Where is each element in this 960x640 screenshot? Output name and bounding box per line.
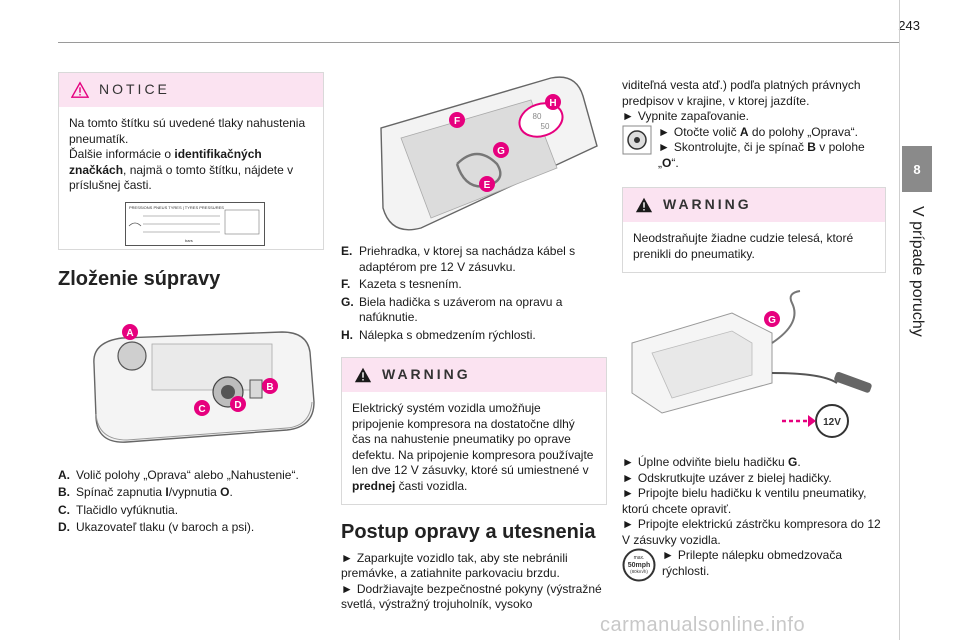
list-item: G.Biela hadička s uzáverom na opravu a n… bbox=[341, 294, 563, 325]
speed-sticker-icon: max. 50mph (80km/h) bbox=[622, 548, 656, 582]
list-item: D.Ukazovateľ tlaku (v baroch a psi). bbox=[58, 520, 255, 534]
warning-title: WARNING bbox=[382, 366, 471, 383]
svg-text:H: H bbox=[549, 98, 556, 109]
warning-text: Elektrický systém vozidla umožňuje pripo… bbox=[352, 401, 594, 493]
socket-label: 12V bbox=[823, 417, 841, 428]
svg-text:max.: max. bbox=[634, 555, 645, 561]
safety-continued: viditeľná vesta atď.) podľa platných prá… bbox=[622, 78, 861, 108]
svg-text:50mph: 50mph bbox=[628, 562, 651, 569]
notice-line2: Ďalšie informácie o identifikačných znač… bbox=[69, 147, 294, 192]
step-check-switch: ►Skontrolujte, či je spínač B v polohe „… bbox=[658, 140, 865, 170]
warning-title: WARNING bbox=[663, 196, 752, 213]
selector-dial-icon bbox=[622, 125, 652, 154]
column-3: viditeľná vesta atď.) podľa platných prá… bbox=[622, 78, 886, 584]
svg-text:A: A bbox=[126, 328, 133, 339]
label-footer-text: bars bbox=[185, 238, 193, 243]
connection-illustration: G 12V bbox=[631, 290, 872, 438]
column-1: NOTICE Na tomto štítku sú uvedené tlaky … bbox=[58, 72, 324, 538]
notice-box: NOTICE Na tomto štítku sú uvedené tlaky … bbox=[58, 72, 324, 250]
notice-header: NOTICE bbox=[59, 73, 323, 107]
callout-g bbox=[764, 311, 780, 327]
watermark: carmanualsonline.info bbox=[600, 614, 806, 636]
step-turn-selector: ►Otočte volič A do polohy „Oprava“. bbox=[658, 124, 858, 139]
warning-header: WARNING bbox=[623, 188, 885, 222]
page-number: 243 bbox=[898, 18, 920, 33]
repair-step-park: ►Zaparkujte vozidlo tak, aby ste nebráni… bbox=[341, 550, 568, 581]
warning-box-power: WARNING Elektrický systém vozidla umožňu… bbox=[341, 357, 607, 505]
svg-text:E: E bbox=[484, 180, 491, 191]
callout-g bbox=[493, 142, 509, 158]
warning-triangle-icon bbox=[354, 367, 372, 383]
notice-title: NOTICE bbox=[99, 81, 170, 98]
label-header-text: PRESSIONS PNEUS TYRES | TYRES PRESSURES bbox=[129, 205, 224, 210]
list-item: E.Priehradka, v ktorej sa nachádza kábel… bbox=[341, 244, 576, 274]
svg-text:F: F bbox=[454, 116, 460, 127]
list-item: B.Spínač zapnutia I/vypnutia O. bbox=[58, 485, 233, 499]
callout-c bbox=[194, 399, 210, 416]
warning-triangle-icon bbox=[635, 197, 653, 213]
svg-text:G: G bbox=[497, 146, 505, 157]
warning-text: Neodstraňujte žiadne cudzie telesá, ktor… bbox=[633, 231, 854, 261]
callout-b bbox=[262, 377, 278, 394]
sticker-step: max. 50mph (80km/h) ►Prilepte nálepku ob… bbox=[622, 548, 886, 584]
warning-triangle-icon bbox=[71, 81, 89, 98]
step-apply-sticker: ►Prilepte nálepku obmedzovača rýchlosti. bbox=[662, 548, 842, 578]
column-2: 80 50 H F G E E.Priehradka, v ktorej sa … bbox=[341, 68, 607, 613]
step-unscrew-cap: ►Odskrutkujte uzáver z bielej hadičky. bbox=[622, 470, 832, 485]
side-rule bbox=[899, 0, 900, 640]
list-item: A.Volič polohy „Oprava“ alebo „Nahusteni… bbox=[58, 467, 299, 482]
selector-steps: ►Otočte volič A do polohy „Oprava“. ►Sko… bbox=[622, 125, 886, 172]
compressor-underside-illustration: 80 50 H F G E bbox=[380, 76, 598, 231]
callout-a bbox=[122, 323, 138, 340]
step-ignition-off: ►Vypnite zapaľovanie. bbox=[622, 109, 750, 123]
svg-text:D: D bbox=[234, 400, 241, 411]
svg-text:G: G bbox=[768, 315, 776, 326]
chapter-tab[interactable]: 8 bbox=[902, 146, 932, 192]
section-title-repair: Postup opravy a utesnenia bbox=[341, 521, 596, 543]
step-unwind-hose: ►Úplne odviňte bielu hadičku G. bbox=[622, 455, 801, 469]
repair-step-safety: ►Dodržiavajte bezpečnostné pokyny (výstr… bbox=[341, 581, 602, 612]
compressor-illustration: A B C D bbox=[93, 323, 315, 443]
section-title-kit: Zloženie súpravy bbox=[58, 268, 221, 290]
warning-header: WARNING bbox=[342, 358, 606, 392]
svg-text:(80km/h): (80km/h) bbox=[630, 569, 648, 574]
callout-f bbox=[449, 112, 465, 128]
chapter-title: V prípade poruchy bbox=[909, 206, 926, 337]
warning-box-foreign: WARNING Neodstraňujte žiadne cudzie tele… bbox=[622, 187, 886, 273]
callout-h bbox=[545, 94, 561, 110]
tyre-pressure-label-illustration: PRESSIONS PNEUS TYRES | TYRES PRESSURES … bbox=[125, 201, 265, 246]
top-rule bbox=[58, 42, 900, 43]
list-item: F.Kazeta s tesnením. bbox=[341, 277, 462, 291]
svg-text:C: C bbox=[198, 404, 205, 415]
notice-line1: Na tomto štítku sú uvedené tlaky nahuste… bbox=[69, 116, 306, 146]
speed-label-top: 80 bbox=[533, 112, 542, 121]
underside-parts-list: E.Priehradka, v ktorej sa nachádza kábel… bbox=[341, 244, 607, 343]
list-item: C.Tlačidlo vyfúknutia. bbox=[58, 502, 179, 517]
list-item: H.Nálepka s obmedzením rýchlosti. bbox=[341, 327, 536, 342]
kit-parts-list: A.Volič polohy „Oprava“ alebo „Nahusteni… bbox=[58, 468, 324, 536]
step-plug-12v: ►Pripojte elektrickú zástrčku kompresora… bbox=[622, 517, 881, 547]
step-connect-valve: ►Pripojte bielu hadičku k ventilu pneuma… bbox=[622, 486, 867, 516]
callout-d bbox=[230, 395, 246, 412]
callout-e bbox=[479, 176, 495, 192]
speed-label-bottom: 50 bbox=[541, 122, 550, 131]
svg-text:B: B bbox=[266, 382, 273, 393]
